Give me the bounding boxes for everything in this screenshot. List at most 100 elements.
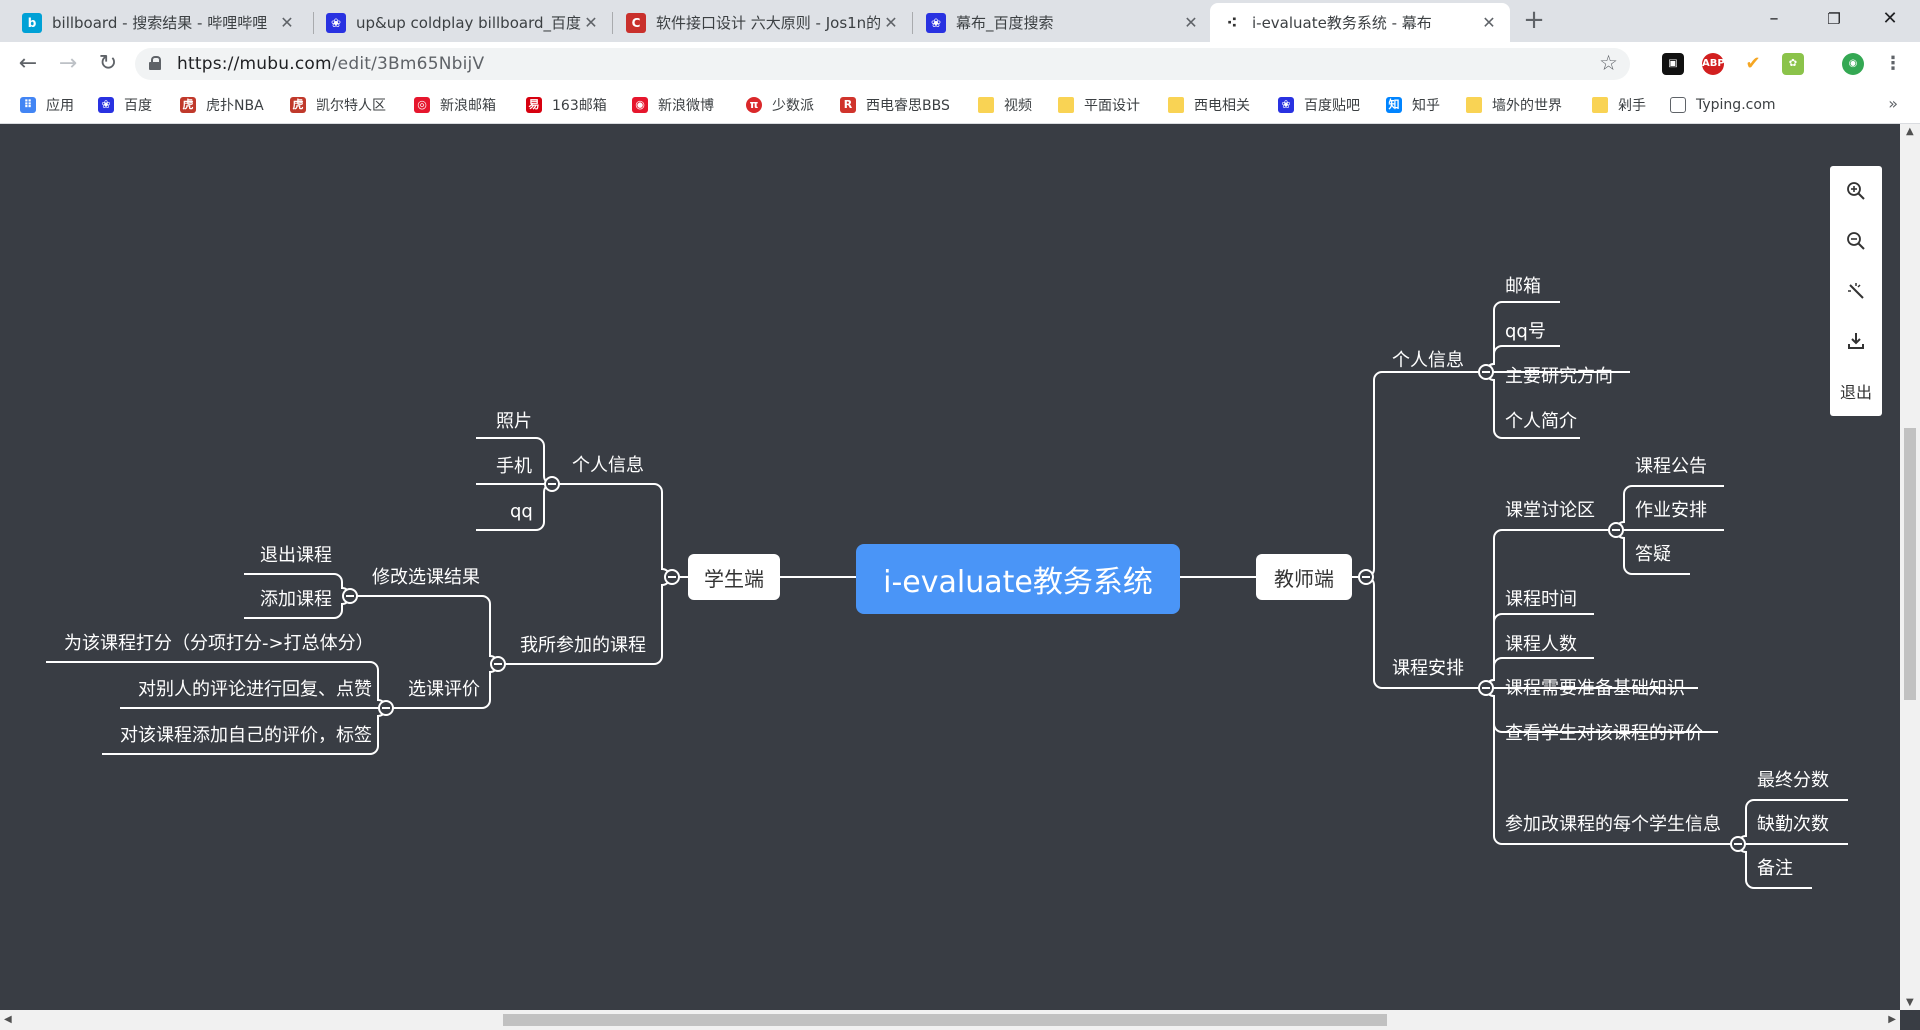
- node-rate-course[interactable]: 为该课程打分（分项打分->打总体分）: [64, 633, 374, 654]
- node-qa[interactable]: 答疑: [1635, 544, 1671, 565]
- zoom-out-button[interactable]: [1830, 221, 1882, 261]
- node-announcement[interactable]: 课程公告: [1635, 456, 1707, 477]
- bookmark-folder-design[interactable]: 平面设计: [1058, 95, 1140, 115]
- window-close-button[interactable]: ✕: [1882, 8, 1898, 29]
- node-add-evaluation[interactable]: 对该课程添加自己的评价，标签: [120, 725, 372, 746]
- node-final-score[interactable]: 最终分数: [1757, 770, 1829, 791]
- tab-csdn[interactable]: C 软件接口设计 六大原则 - Jos1n的 ✕: [614, 3, 912, 42]
- minimize-button[interactable]: –: [1769, 8, 1779, 29]
- ext-plant-icon[interactable]: ✿: [1782, 53, 1804, 75]
- ext-check-icon[interactable]: ✔: [1742, 53, 1764, 75]
- sina-icon: ◎: [414, 97, 430, 113]
- node-research-direction[interactable]: 主要研究方向: [1505, 366, 1613, 387]
- bookmark-star-icon[interactable]: ☆: [1599, 51, 1618, 75]
- node-prerequisites[interactable]: 课程需要准备基础知识: [1505, 678, 1685, 699]
- node-phone[interactable]: 手机: [496, 456, 532, 477]
- close-icon[interactable]: ✕: [584, 13, 598, 32]
- bookmark-label: 少数派: [772, 98, 814, 114]
- rs-icon: R: [840, 97, 856, 113]
- node-bio[interactable]: 个人简介: [1505, 411, 1577, 432]
- baidu-paw-icon: ❀: [1278, 97, 1294, 113]
- bookmark-label: 西电睿思BBS: [866, 98, 950, 114]
- horizontal-scroll-thumb[interactable]: [503, 1014, 1387, 1026]
- new-tab-button[interactable]: +: [1523, 5, 1545, 35]
- node-student-info[interactable]: 参加改课程的每个学生信息: [1505, 814, 1721, 835]
- zoom-in-button[interactable]: [1830, 171, 1882, 211]
- node-email[interactable]: 邮箱: [1505, 276, 1541, 297]
- reload-button[interactable]: ↻: [98, 51, 118, 76]
- close-icon[interactable]: ✕: [884, 13, 898, 32]
- node-course-arrangement[interactable]: 课程安排: [1392, 658, 1464, 679]
- vertical-scroll-thumb[interactable]: [1904, 428, 1916, 700]
- close-icon[interactable]: ✕: [1482, 13, 1496, 32]
- node-course-time[interactable]: 课程时间: [1505, 589, 1577, 610]
- node-student[interactable]: 学生端: [688, 554, 780, 600]
- node-modify-selection[interactable]: 修改选课结果: [372, 567, 480, 588]
- bookmark-folder-xidian[interactable]: 西电相关: [1168, 95, 1250, 115]
- node-discussion-area[interactable]: 课堂讨论区: [1505, 500, 1595, 521]
- node-my-courses[interactable]: 我所参加的课程: [520, 635, 646, 656]
- node-qq-number[interactable]: qq号: [1505, 321, 1546, 342]
- bookmark-typing[interactable]: Typing.com: [1670, 95, 1776, 115]
- download-button[interactable]: [1830, 321, 1882, 361]
- bookmark-folder-video[interactable]: 视频: [978, 95, 1032, 115]
- bookmark-label: 新浪邮箱: [440, 98, 496, 114]
- tab-baidu-search[interactable]: ❀ up&up coldplay billboard_百度 ✕: [314, 3, 612, 42]
- tab-mubu-search[interactable]: ❀ 幕布_百度搜索 ✕: [914, 3, 1212, 42]
- node-photo[interactable]: 照片: [496, 411, 532, 432]
- bookmark-baidu[interactable]: ❀百度: [98, 95, 152, 115]
- node-teacher[interactable]: 教师端: [1256, 554, 1352, 600]
- close-icon[interactable]: ✕: [1184, 13, 1198, 32]
- bookmark-label: 新浪微博: [658, 98, 714, 114]
- menu-dots-icon[interactable]: ⋮: [1882, 53, 1904, 75]
- browser-toolbar: ← → ↻ https://mubu.com/edit/3Bm65NbijV ☆…: [0, 42, 1920, 86]
- node-absences[interactable]: 缺勤次数: [1757, 814, 1829, 835]
- profile-avatar[interactable]: ◉: [1842, 53, 1864, 75]
- node-view-evaluations[interactable]: 查看学生对该课程的评价: [1505, 723, 1703, 744]
- scroll-down-icon[interactable]: ▼: [1906, 997, 1914, 1008]
- bookmark-celtics[interactable]: 虎凯尔特人区: [290, 95, 386, 115]
- bookmark-hupu-nba[interactable]: 虎虎扑NBA: [180, 95, 264, 115]
- node-qq[interactable]: qq: [510, 501, 533, 522]
- node-teacher-personal-info[interactable]: 个人信息: [1392, 350, 1464, 371]
- restore-button[interactable]: ❐: [1827, 10, 1841, 28]
- ext-adblock-icon[interactable]: ABP: [1702, 53, 1725, 75]
- vertical-scrollbar[interactable]: ▲ ▼: [1900, 124, 1920, 1010]
- bookmark-label: 应用: [46, 98, 74, 114]
- scroll-left-icon[interactable]: ◀: [4, 1014, 12, 1025]
- scroll-right-icon[interactable]: ▶: [1888, 1014, 1896, 1025]
- bookmark-sina-mail[interactable]: ◎ 新浪邮箱: [414, 95, 496, 115]
- node-course-review[interactable]: 选课评价: [408, 679, 480, 700]
- root-node[interactable]: i-evaluate教务系统: [856, 544, 1180, 614]
- ext-tampermonkey-icon[interactable]: ▣: [1662, 53, 1684, 75]
- bookmark-zhihu[interactable]: 知知乎: [1386, 95, 1440, 115]
- bookmarks-overflow-icon[interactable]: »: [1888, 94, 1898, 113]
- node-course-size[interactable]: 课程人数: [1505, 634, 1577, 655]
- exit-button[interactable]: 退出: [1839, 383, 1872, 402]
- magic-wand-button[interactable]: [1830, 271, 1882, 311]
- node-add-course[interactable]: 添加课程: [260, 589, 332, 610]
- node-remarks[interactable]: 备注: [1757, 858, 1793, 879]
- back-button[interactable]: ←: [18, 51, 38, 76]
- address-bar[interactable]: https://mubu.com/edit/3Bm65NbijV ☆: [135, 48, 1630, 80]
- forward-button[interactable]: →: [58, 51, 78, 76]
- bookmark-apps[interactable]: ⠿应用: [20, 95, 74, 115]
- scroll-up-icon[interactable]: ▲: [1906, 126, 1914, 137]
- mindmap-canvas[interactable]: i-evaluate教务系统 学生端 个人信息 照片 手机 qq 我所参加的课程…: [0, 124, 1900, 1010]
- node-drop-course[interactable]: 退出课程: [260, 545, 332, 566]
- bookmark-weibo[interactable]: ◉新浪微博: [632, 95, 714, 115]
- tab-bilibili[interactable]: b billboard - 搜索结果 - 哔哩哔哩 ✕: [10, 3, 308, 42]
- horizontal-scrollbar[interactable]: ◀ ▶: [0, 1010, 1900, 1030]
- baidu-paw-icon: ❀: [926, 12, 946, 33]
- node-reply-like[interactable]: 对别人的评论进行回复、点赞: [138, 679, 372, 700]
- close-icon[interactable]: ✕: [280, 13, 294, 32]
- node-student-personal-info[interactable]: 个人信息: [572, 455, 644, 476]
- bookmark-tieba[interactable]: ❀百度贴吧: [1278, 95, 1360, 115]
- tab-mubu-active[interactable]: ⁖ i-evaluate教务系统 - 幕布 ✕: [1210, 3, 1510, 42]
- bookmark-folder-outside[interactable]: 墙外的世界: [1466, 95, 1562, 115]
- bookmark-folder-shopping[interactable]: 剁手: [1592, 95, 1646, 115]
- node-homework[interactable]: 作业安排: [1635, 500, 1707, 521]
- bookmark-rs-bbs[interactable]: R 西电睿思BBS: [840, 95, 950, 115]
